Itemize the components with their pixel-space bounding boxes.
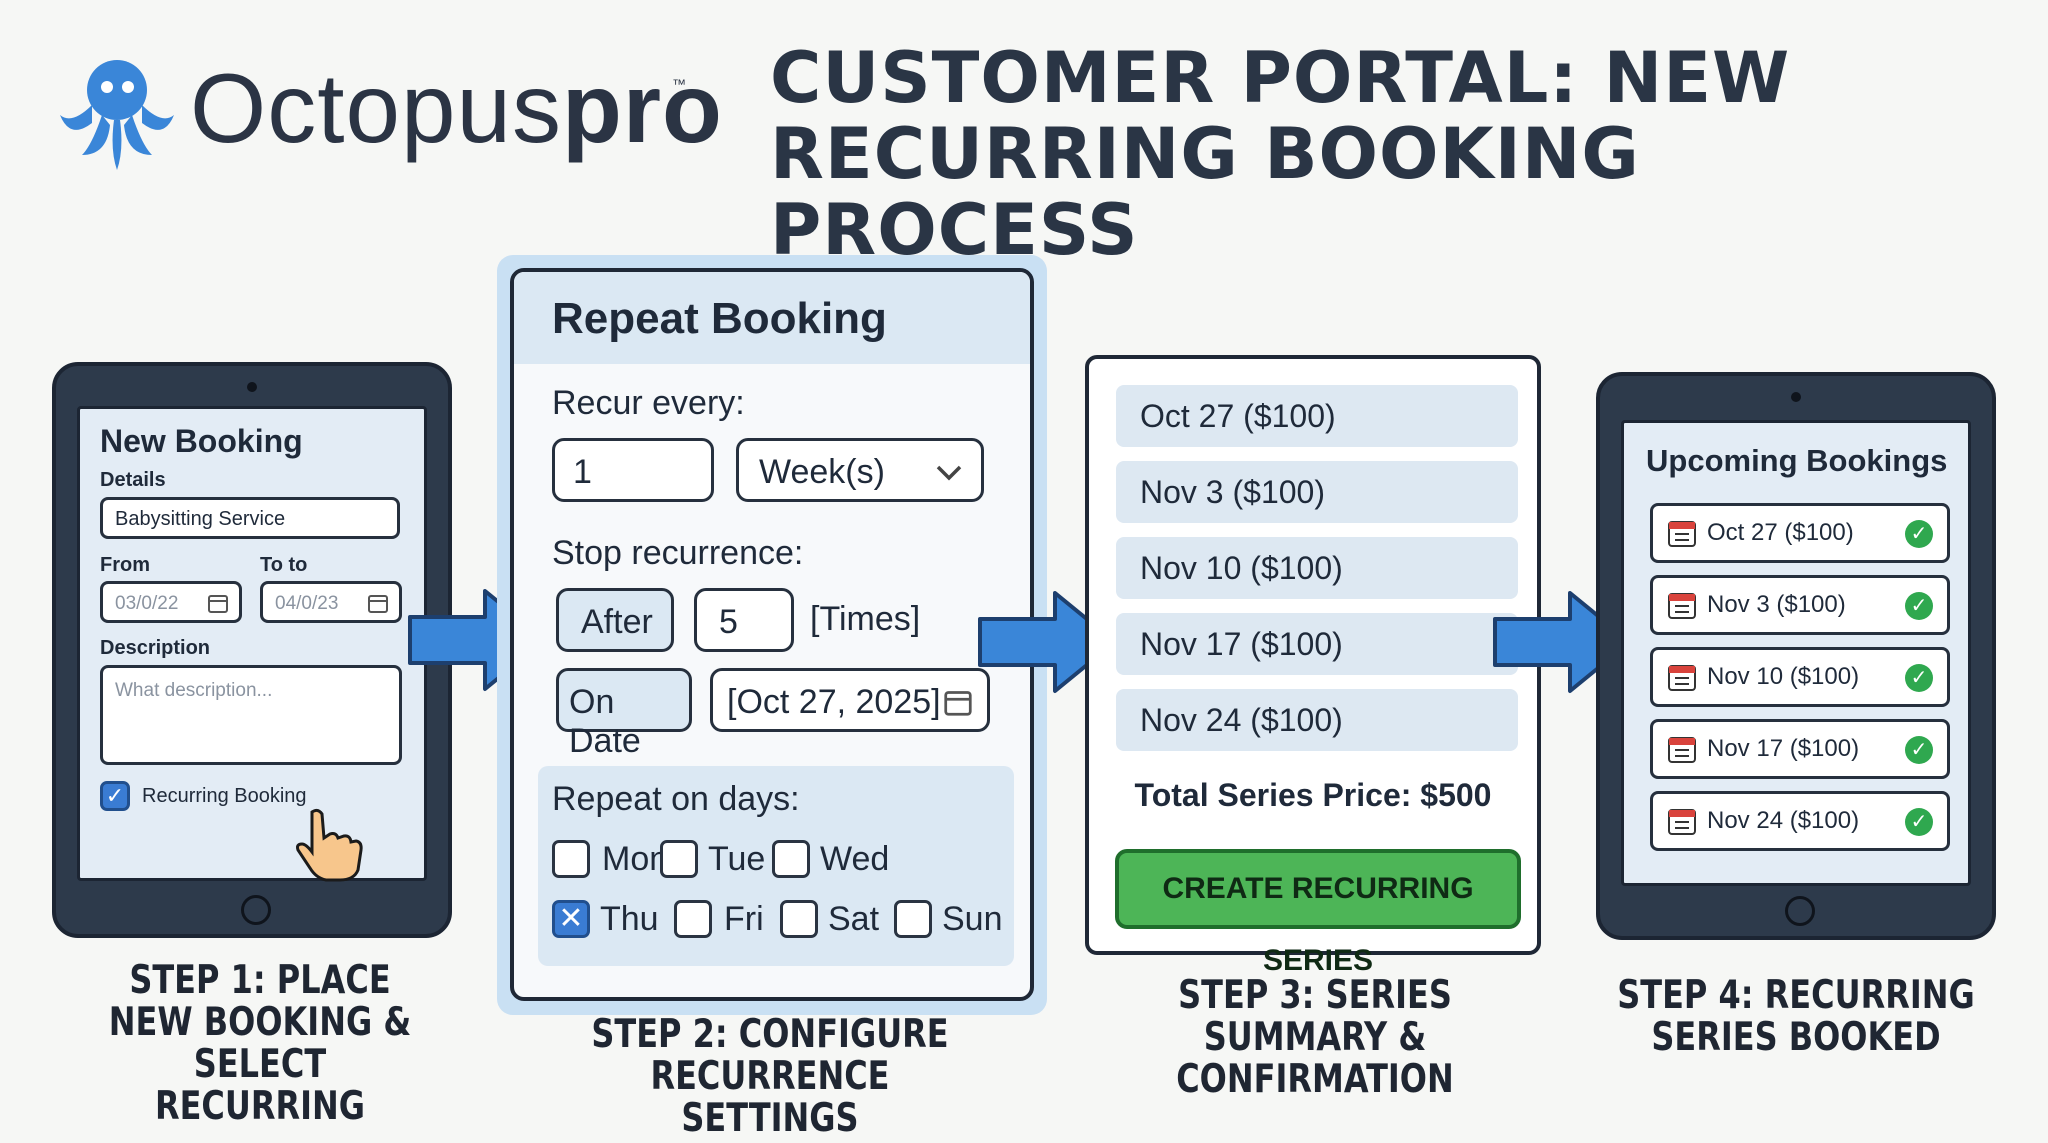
series-date-row: Nov 10 ($100) [1116,537,1518,599]
check-icon: ✓ [1905,592,1933,620]
upcoming-booking-text: Nov 24 ($100) [1707,807,1860,834]
series-date-row: Oct 27 ($100) [1116,385,1518,447]
on-date-input[interactable]: [Oct 27, 2025] [710,668,990,732]
times-label: [Times] [810,600,921,638]
upcoming-booking-text: Oct 27 ($100) [1707,519,1854,546]
calendar-icon [1668,521,1696,547]
check-icon: ✓ [1905,664,1933,692]
stop-recurrence-label: Stop recurrence: [552,534,804,572]
step3-caption: STEP 3: SERIES SUMMARY & CONFIRMATION [1176,973,1454,1102]
after-times-value: 5 [719,603,738,641]
day-label-fri: Fri [724,900,764,938]
calendar-icon [1668,593,1696,619]
series-date-row: Nov 3 ($100) [1116,461,1518,523]
octopus-logo-icon [60,60,174,170]
tablet-home-button [241,895,271,925]
recur-unit-select[interactable]: Week(s) [736,438,984,502]
tablet-home-button [1785,896,1815,926]
tablet-step4: Upcoming Bookings Oct 27 ($100) ✓ Nov 3 … [1596,372,1996,940]
day-checkbox-thu[interactable]: ✕ [552,900,590,938]
series-total-price: Total Series Price: $500 [1134,777,1492,813]
step4-caption: STEP 4: RECURRING SERIES BOOKED [1617,973,1975,1060]
calendar-icon[interactable] [207,592,229,614]
details-field[interactable]: Babysitting Service [100,497,400,539]
repeat-booking-panel: Repeat Booking Recur every: 1 Week(s) St… [510,268,1034,1001]
brand-wordmark: Octopuspro [190,53,723,163]
page-title: CUSTOMER PORTAL: NEW RECURRING BOOKING P… [770,37,1791,271]
description-field[interactable]: What description... [100,665,402,765]
from-date-field[interactable]: 03/0/22 [100,581,242,623]
tablet-screen: New Booking Details Babysitting Service … [77,406,427,882]
day-checkbox-sat[interactable] [780,900,818,938]
tablet-screen: Upcoming Bookings Oct 27 ($100) ✓ Nov 3 … [1621,420,1971,886]
from-date-value: 03/0/22 [115,593,179,614]
day-label-tue: Tue [708,840,766,878]
chevron-down-icon [936,465,962,481]
description-placeholder: What description... [115,680,273,701]
day-label-thu: Thu [600,900,659,938]
panel2-header [514,272,1030,364]
day-checkbox-tue[interactable] [660,840,698,878]
after-button-label: After [581,603,653,641]
to-date-field[interactable]: 04/0/23 [260,581,402,623]
step2-caption: STEP 2: CONFIGURE RECURRENCE SETTINGS [591,1012,949,1141]
series-summary-panel: Oct 27 ($100) Nov 3 ($100) Nov 10 ($100)… [1085,355,1541,977]
upcoming-booking-row[interactable]: Nov 10 ($100) ✓ [1650,647,1950,707]
tablet-camera [247,382,257,392]
to-date-value: 04/0/23 [275,593,339,614]
calendar-icon[interactable] [367,592,389,614]
recur-every-value: 1 [573,453,592,491]
details-label: Details [100,469,166,491]
day-label-sun: Sun [942,900,1003,938]
after-times-input[interactable]: 5 [694,588,794,652]
pointer-hand-icon [296,808,363,882]
upcoming-booking-text: Nov 10 ($100) [1707,663,1860,690]
upcoming-booking-text: Nov 17 ($100) [1707,735,1860,762]
details-value: Babysitting Service [115,508,286,530]
tablet-step1: New Booking Details Babysitting Service … [52,362,452,938]
series-date-row: Nov 24 ($100) [1116,689,1518,751]
day-checkbox-sun[interactable] [894,900,932,938]
repeat-days-label: Repeat on days: [552,780,800,818]
calendar-icon [1668,737,1696,763]
step1-caption: STEP 1: PLACE NEW BOOKING & SELECT RECUR… [108,958,412,1129]
check-icon: ✓ [1905,736,1933,764]
upcoming-booking-text: Nov 3 ($100) [1707,591,1846,618]
tablet-camera [1791,392,1801,402]
day-checkbox-mon[interactable] [552,840,590,878]
after-button[interactable]: After [556,588,674,652]
check-icon: ✓ [1905,808,1933,836]
calendar-icon [1668,665,1696,691]
day-label-mon: Mon [602,840,669,878]
on-date-button[interactable]: On Date [556,668,692,760]
recur-every-input[interactable]: 1 [552,438,714,502]
trademark: ™ [672,76,686,92]
create-recurring-series-button[interactable]: CREATE RECURRING SERIES [1115,849,1521,977]
on-date-value: [Oct 27, 2025] [727,683,941,721]
day-checkbox-wed[interactable] [772,840,810,878]
upcoming-booking-row[interactable]: Nov 17 ($100) ✓ [1650,719,1950,779]
on-date-button-label: On Date [569,683,641,760]
recurring-label: Recurring Booking [142,785,307,807]
recur-unit-value: Week(s) [759,453,885,491]
recur-every-label: Recur every: [552,384,745,422]
check-icon: ✓ [1905,520,1933,548]
upcoming-booking-row[interactable]: Nov 24 ($100) ✓ [1650,791,1950,851]
to-label: To to [260,554,308,576]
upcoming-booking-row[interactable]: Oct 27 ($100) ✓ [1650,503,1950,563]
recurring-checkbox[interactable]: ✓ [100,781,130,811]
day-label-wed: Wed [820,840,890,878]
series-date-row: Nov 17 ($100) [1116,613,1518,675]
upcoming-booking-row[interactable]: Nov 3 ($100) ✓ [1650,575,1950,635]
day-checkbox-fri[interactable] [674,900,712,938]
new-booking-heading: New Booking [100,423,303,459]
from-label: From [100,554,150,576]
calendar-icon [1668,809,1696,835]
upcoming-bookings-heading: Upcoming Bookings [1646,443,1948,478]
repeat-booking-heading: Repeat Booking [552,294,887,343]
description-label: Description [100,637,211,659]
day-label-sat: Sat [828,900,880,938]
calendar-icon[interactable] [943,687,973,717]
